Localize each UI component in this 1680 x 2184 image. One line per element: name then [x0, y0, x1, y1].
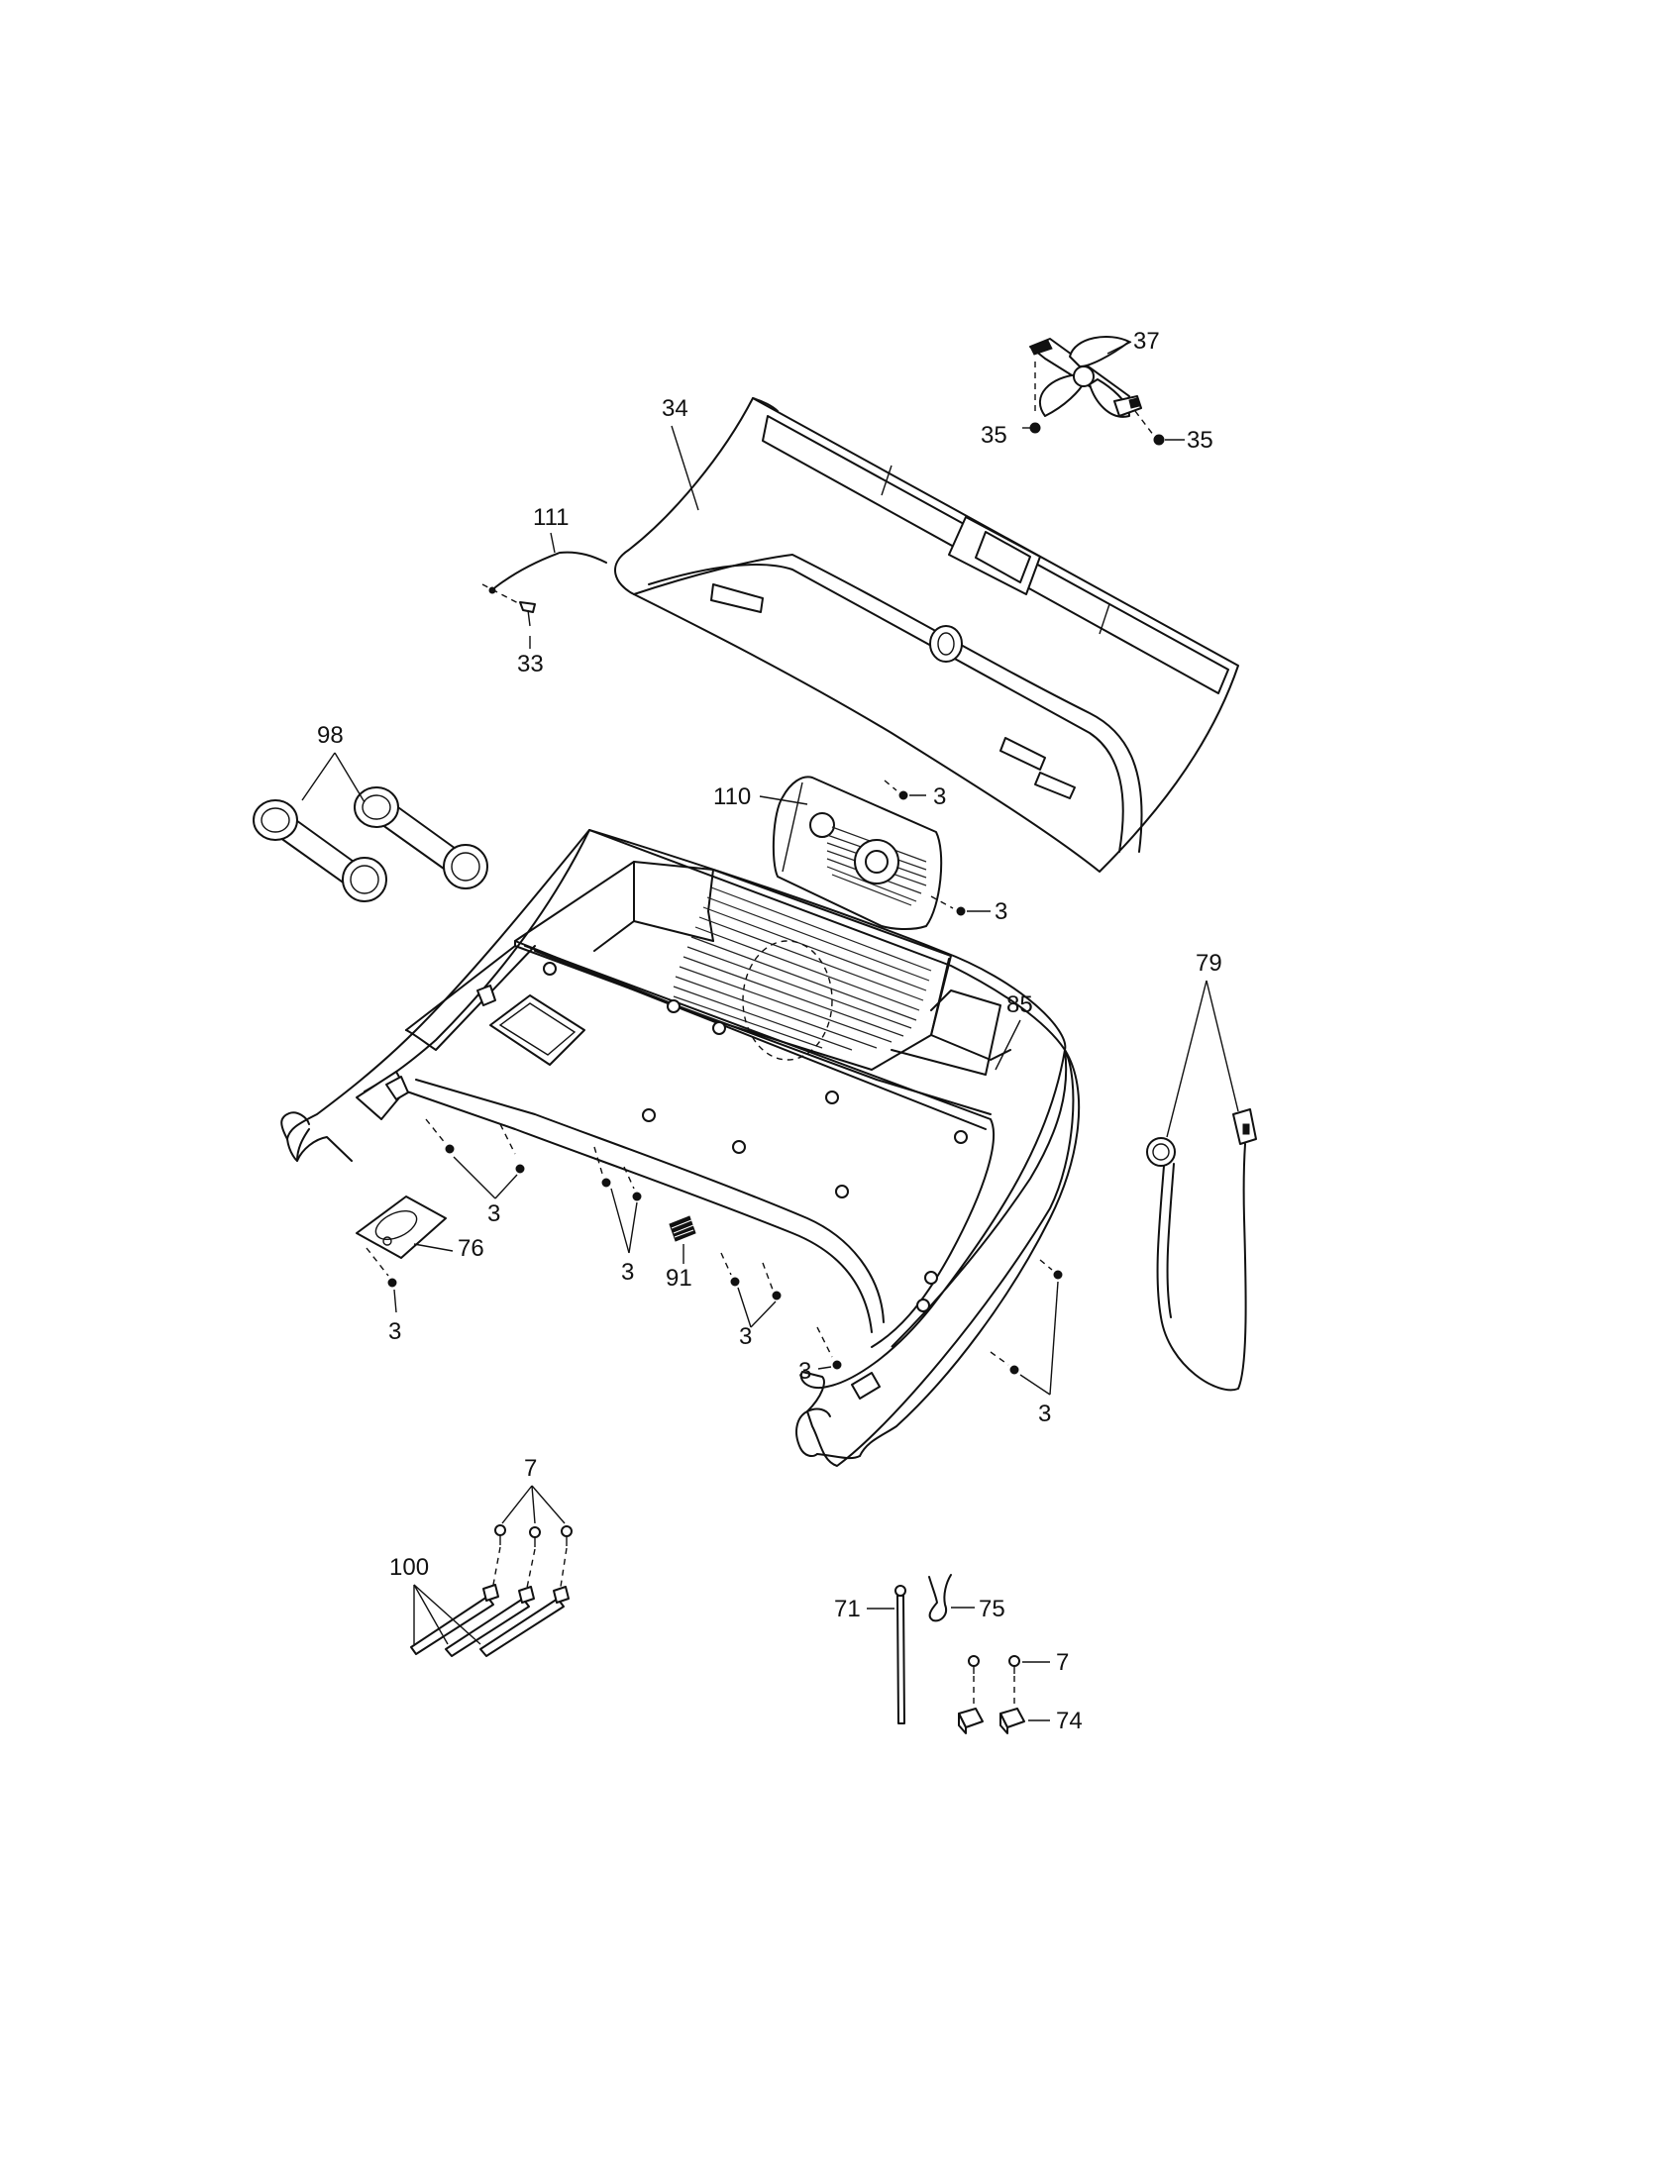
screws-part-7-right [968, 1655, 1020, 1709]
clips-part-74 [958, 1708, 1025, 1734]
screw-3-low [816, 1326, 842, 1370]
screw-110-bottom [930, 895, 991, 916]
leader-100c [413, 1584, 481, 1645]
leader-85 [995, 1019, 1021, 1071]
label-34: 34 [662, 395, 688, 422]
screw-part-33 [481, 583, 536, 627]
screws-part-7-top [492, 1524, 573, 1589]
wire-part-111 [494, 551, 607, 588]
cable-tie-part-71 [894, 1585, 906, 1724]
leader-79a [1166, 980, 1208, 1138]
label-3-right: 3 [1038, 1401, 1051, 1427]
screws-3-right [990, 1259, 1063, 1396]
label-3-mid-bottom: 3 [739, 1323, 752, 1350]
power-cord-part-79 [1146, 1108, 1257, 1392]
label-3-left: 3 [487, 1200, 500, 1227]
label-110: 110 [713, 783, 751, 810]
screw-part-35-right [1134, 410, 1185, 446]
label-3-low: 3 [798, 1358, 811, 1385]
rails-part-100 [410, 1584, 570, 1657]
label-91: 91 [666, 1265, 692, 1292]
label-37: 37 [1133, 328, 1160, 355]
leader-34 [671, 425, 699, 511]
screw-part-35-left [1022, 362, 1041, 434]
leader-37 [1106, 341, 1132, 355]
label-76: 76 [458, 1235, 484, 1262]
label-3-110-bottom: 3 [995, 898, 1007, 925]
label-98: 98 [317, 722, 344, 749]
leader-7-top-c [531, 1485, 566, 1524]
leader-98a [301, 752, 336, 801]
label-7-top: 7 [524, 1455, 537, 1482]
screw-3-76 [366, 1247, 397, 1313]
label-7-right: 7 [1056, 1649, 1069, 1676]
access-cover-part-76 [356, 1196, 447, 1259]
label-74: 74 [1056, 1708, 1083, 1734]
screw-110-top [884, 780, 926, 800]
leader-7-top-b [531, 1485, 536, 1524]
fan-grille-part-110 [772, 776, 943, 930]
leader-98b [334, 752, 366, 803]
label-35-left: 35 [981, 422, 1007, 449]
leader-110 [759, 795, 808, 805]
label-100: 100 [389, 1554, 429, 1581]
wire-loop-part-75 [928, 1574, 952, 1622]
label-35-right: 35 [1187, 427, 1213, 454]
label-3-middle: 3 [621, 1259, 634, 1286]
leader-111 [550, 532, 556, 554]
leader-100b [413, 1584, 449, 1645]
label-3-76: 3 [388, 1318, 401, 1345]
leader-7-top-a [501, 1485, 533, 1524]
label-33: 33 [517, 651, 544, 677]
leader-76 [413, 1243, 454, 1252]
dumbbells-part-98 [253, 786, 488, 902]
motor-hood-part-85 [280, 829, 1081, 1467]
label-85: 85 [1006, 991, 1033, 1018]
label-75: 75 [979, 1596, 1005, 1622]
label-111: 111 [533, 504, 569, 531]
console-hood-part-34 [614, 397, 1239, 873]
screws-3-middle [593, 1146, 642, 1254]
warning-decal-part-91 [669, 1215, 696, 1242]
screws-3-left [425, 1118, 525, 1199]
screws-3-mid-bottom [720, 1252, 782, 1328]
fan-part-37 [1029, 336, 1142, 418]
label-3-110-top: 3 [933, 783, 946, 810]
leader-79b [1206, 980, 1239, 1112]
label-79: 79 [1196, 950, 1222, 977]
label-71: 71 [834, 1596, 861, 1622]
